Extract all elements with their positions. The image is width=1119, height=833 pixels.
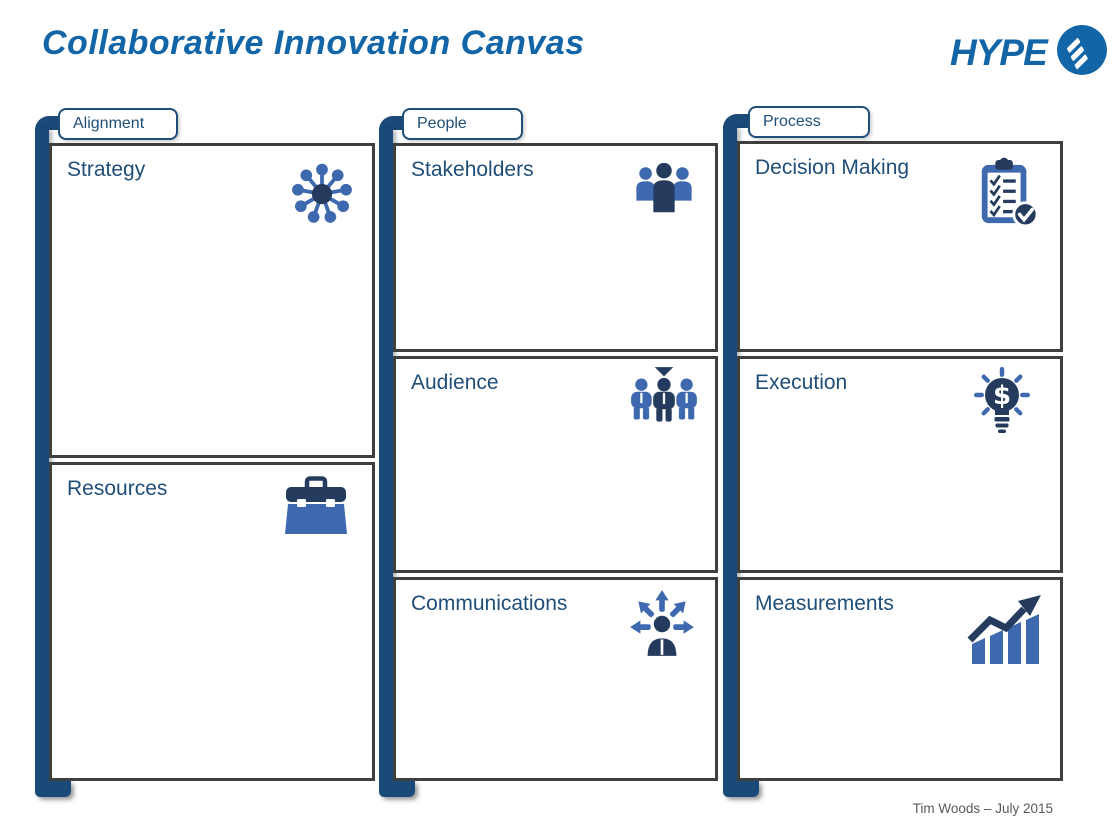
svg-text:$: $ [993,381,1011,411]
box-decision-making-title: Decision Making [755,156,910,179]
box-decision-making: Decision Making [737,141,1063,352]
box-strategy-title: Strategy [67,158,146,181]
audience-target-icon [627,366,701,437]
tab-alignment-label: Alignment [73,115,145,132]
box-communications: Communications [393,577,718,781]
hype-logo-text: HYPE [950,31,1048,73]
box-audience: Audience [393,356,718,573]
box-measurements: Measurements [737,577,1063,781]
tab-process-label: Process [763,113,821,130]
hub-network-icon [288,160,356,233]
hype-logo-mark-icon [1056,24,1108,81]
box-execution: Execution $ [737,356,1063,573]
tab-people-label: People [417,115,467,132]
toolbox-icon [280,475,352,542]
page-title: Collaborative Innovation Canvas [42,24,585,62]
box-stakeholders: Stakeholders [393,143,718,352]
box-stakeholders-title: Stakeholders [411,158,534,181]
box-resources-title: Resources [67,477,168,500]
box-resources: Resources [49,462,375,781]
attribution-text: Tim Woods – July 2015 [912,801,1053,816]
box-measurements-title: Measurements [755,592,894,615]
tab-alignment: Alignment [58,108,178,140]
tab-process: Process [748,106,870,138]
growth-chart-icon [966,594,1042,669]
box-execution-title: Execution [755,371,848,394]
checklist-clipboard-icon [974,156,1040,235]
box-communications-title: Communications [411,592,568,615]
hype-logo: HYPE [950,24,1108,81]
broadcast-person-icon [625,588,699,663]
box-audience-title: Audience [411,371,499,394]
box-strategy: Strategy [49,143,375,458]
tab-people: People [402,108,523,140]
people-group-icon [633,160,695,223]
dollar-lightbulb-icon: $ [966,367,1038,450]
